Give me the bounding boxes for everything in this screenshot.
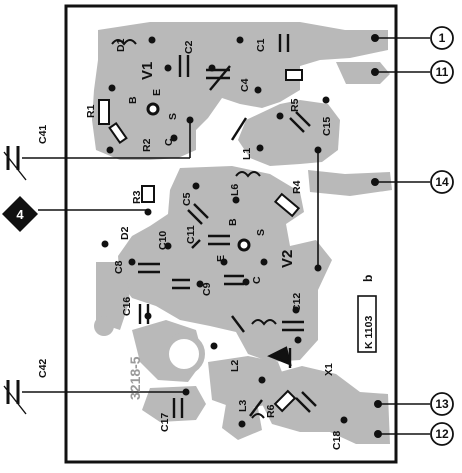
transistor-v2-footprint: [237, 238, 251, 252]
label-c18: C18: [331, 431, 343, 450]
reference-box: K 1103 b: [357, 275, 377, 353]
label-b2: B: [227, 218, 239, 226]
label-s1: S: [167, 113, 179, 120]
label-e1: E: [151, 89, 163, 96]
pin-13-label: 13: [435, 397, 449, 411]
pin-12-label: 12: [435, 427, 449, 441]
label-c2b: C: [251, 276, 263, 284]
label-c12: C12: [291, 293, 303, 312]
label-e2: E: [215, 255, 227, 262]
drill-holes: [101, 34, 382, 438]
label-r2: R2: [141, 138, 153, 152]
pin-11-label: 11: [436, 65, 449, 79]
external-wires: [22, 37, 430, 435]
mounting-hole: [163, 333, 205, 375]
label-r1: R1: [85, 104, 97, 118]
board-code: 3218-5: [127, 356, 143, 400]
label-c10: C10: [157, 231, 169, 250]
label-r4: R4: [291, 180, 303, 194]
label-c17: C17: [159, 413, 171, 432]
label-s2: S: [255, 229, 267, 236]
label-l1: L1: [241, 148, 253, 160]
pin-circles: 1 11 14 13 12: [430, 26, 454, 446]
label-c1b: C: [163, 138, 175, 146]
marker-label: 4: [16, 207, 24, 222]
copper-traces: [92, 22, 392, 444]
transistor-v1-footprint: [146, 102, 160, 116]
label-v2: V2: [279, 250, 296, 268]
label-v1: V1: [139, 62, 156, 80]
label-c41: C41: [37, 125, 49, 144]
label-c11: C11: [185, 225, 197, 244]
diamond-marker: 4: [2, 196, 38, 232]
pin-1-label: 1: [439, 31, 446, 45]
component-labels: D1 C2 C1 V1 C4 B E S R1 R2 C R5 C15 L1 C…: [37, 38, 343, 450]
label-r3: R3: [131, 190, 143, 204]
label-l2: L2: [229, 360, 241, 372]
label-c42: C42: [37, 359, 49, 378]
label-c4: C4: [239, 78, 251, 92]
label-d1: D1: [115, 38, 127, 52]
trimmer-c42: [3, 380, 27, 415]
label-c5: C5: [181, 192, 193, 206]
label-d2: D2: [119, 226, 131, 240]
label-l6: L6: [229, 184, 241, 196]
label-c2: C2: [183, 40, 195, 54]
label-b1: B: [127, 96, 139, 104]
label-c15: C15: [321, 117, 333, 136]
trimmer-c41: [3, 146, 27, 181]
label-l3: L3: [237, 400, 249, 412]
label-c8: C8: [113, 260, 125, 274]
mounting-pad: [94, 316, 114, 336]
resistors: [98, 69, 303, 413]
label-c16: C16: [121, 297, 133, 316]
reference-label: K 1103: [363, 316, 375, 349]
reference-suffix: b: [361, 275, 375, 282]
label-c1: C1: [255, 38, 267, 52]
label-x1: X1: [323, 363, 335, 376]
component-symbols: [138, 34, 317, 418]
label-c9: C9: [201, 282, 213, 296]
pin-14-label: 14: [435, 175, 449, 189]
inductors: [111, 39, 277, 419]
label-r5: R5: [289, 98, 301, 112]
label-r6: R6: [265, 404, 277, 418]
